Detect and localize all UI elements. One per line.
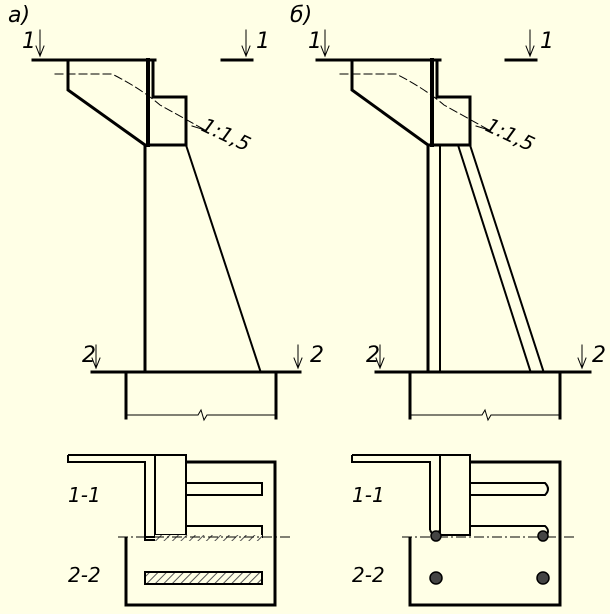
variant-a-section-1-right: 1 [256, 29, 270, 54]
variant-b-section-1-right: 1 [540, 29, 554, 54]
variant-b-plan-2-2: 2-2 [352, 563, 385, 587]
plan-a-hatch-2-2 [144, 571, 263, 585]
variant-a-label: а) [8, 3, 30, 28]
variant-b-elevation [315, 29, 592, 422]
rebar-4 [536, 571, 550, 585]
variant-a-section-1-left: 1 [22, 29, 36, 54]
rebar-3 [429, 571, 443, 585]
rebar-1 [430, 530, 442, 542]
plan-a-hatch-1-1 [155, 535, 262, 541]
rebar-2 [537, 530, 549, 542]
variant-a-slope-label: 1:1,5 [198, 113, 255, 156]
foundation-block [124, 370, 278, 420]
variant-a-elevation [31, 29, 303, 422]
variant-b-section-2-left: 2 [366, 343, 380, 368]
variant-b-section-2-right: 2 [592, 343, 606, 368]
slope-dashed-line [54, 73, 206, 131]
variant-a-plan-2-2: 2-2 [68, 563, 101, 587]
pier-sloped-face [184, 143, 262, 372]
console-outline-b [350, 58, 472, 147]
variant-a-plan [67, 454, 290, 607]
variant-b-plan-1-1: 1-1 [352, 483, 385, 507]
console-outline [66, 58, 188, 147]
variant-a-section-2-left: 2 [82, 343, 96, 368]
variant-b-plan [351, 454, 575, 607]
variant-a-plan-1-1: 1-1 [68, 483, 101, 507]
variant-b-label: б) [290, 3, 312, 28]
variant-b-slope-label: 1:1,5 [482, 113, 539, 156]
variant-b-section-1-left: 1 [308, 29, 322, 54]
variant-a-section-2-right: 2 [310, 343, 324, 368]
